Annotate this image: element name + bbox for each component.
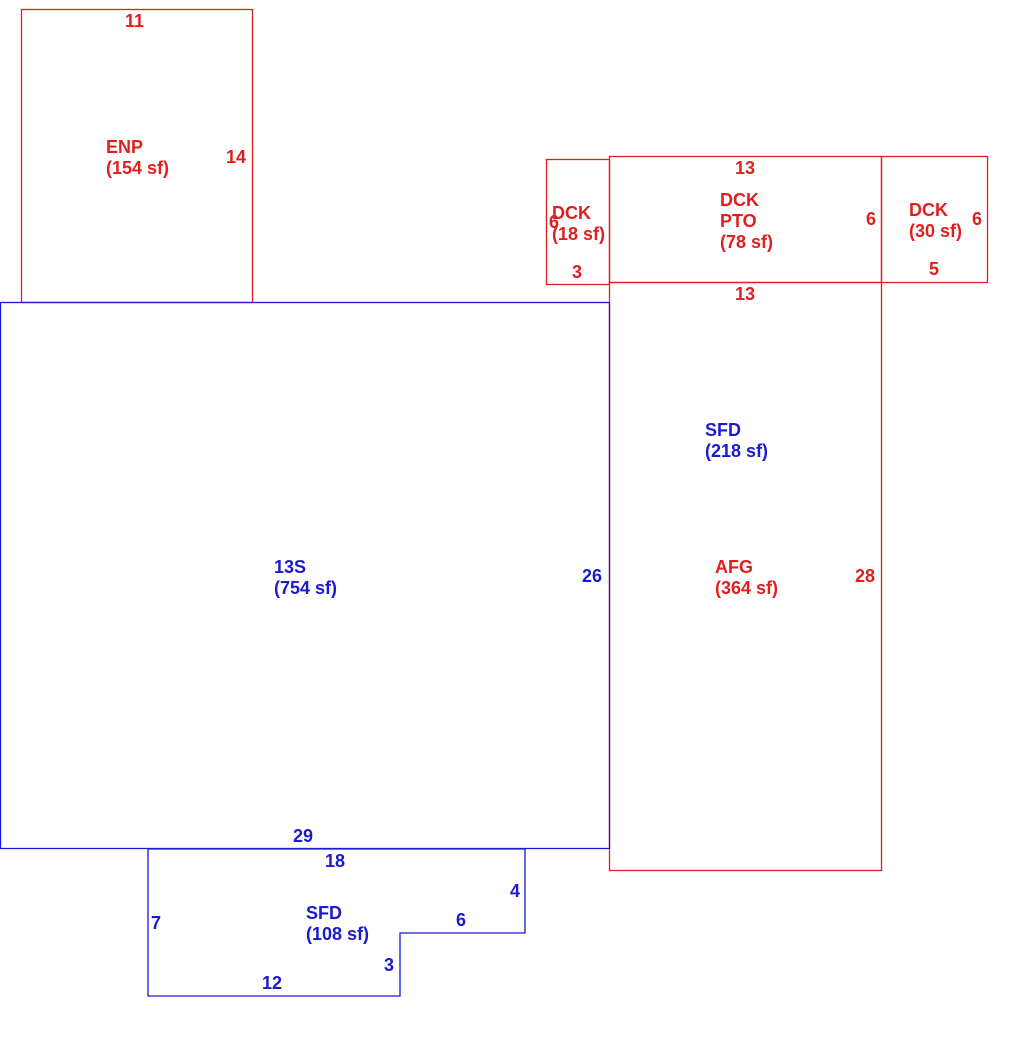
- enp-area-label: (154 sf): [106, 158, 169, 178]
- afg-dim-right: 28: [855, 566, 875, 586]
- dck-small-name-label: DCK: [552, 203, 591, 223]
- dck-small-dim-left: 6: [549, 212, 559, 232]
- dck-right-name-label: DCK: [909, 200, 948, 220]
- enp-dim-right: 14: [226, 147, 246, 167]
- dck-pto-dim-right: 6: [866, 209, 876, 229]
- afg-dim-top: 13: [735, 284, 755, 304]
- dck-small-dim-bottom: 3: [572, 262, 582, 282]
- sfd-lower-dim-step: 6: [456, 910, 466, 930]
- main-13s-dim-bottom: 29: [293, 826, 313, 846]
- dck-right-dim-right: 6: [972, 209, 982, 229]
- sfd-lower-dim-top: 18: [325, 851, 345, 871]
- dck-right-outline: [880, 155, 989, 284]
- afg-name-label: AFG: [715, 557, 753, 577]
- sfd-upper-area-label: (218 sf): [705, 441, 768, 461]
- main-13s-area-label: (754 sf): [274, 578, 337, 598]
- main-13s-name-label: 13S: [274, 557, 306, 577]
- dck-right-dim-bottom: 5: [929, 259, 939, 279]
- dck-pto-name-label: DCK: [720, 190, 759, 210]
- dck-pto-area-label: (78 sf): [720, 232, 773, 252]
- main-13s-dim-right: 26: [582, 566, 602, 586]
- sfd-upper-name-label: SFD: [705, 420, 741, 440]
- enp-dim-top: 11: [125, 11, 144, 31]
- sfd-lower-dim-right: 4: [510, 881, 520, 901]
- sfd-lower-name-label: SFD: [306, 903, 342, 923]
- dck-pto-type-label: PTO: [720, 211, 757, 231]
- afg-area-label: (364 sf): [715, 578, 778, 598]
- sfd-lower-dim-bottom: 12: [262, 973, 282, 993]
- dck-small-area-label: (18 sf): [552, 224, 605, 244]
- sfd-lower-outline: [147, 848, 526, 997]
- sfd-lower-dim-notch: 3: [384, 955, 394, 975]
- enp-name-label: ENP: [106, 137, 143, 157]
- dck-pto-dim-top: 13: [735, 158, 755, 178]
- sfd-lower-area-label: (108 sf): [306, 924, 369, 944]
- sfd-lower-dim-left: 7: [151, 913, 161, 933]
- dck-right-area-label: (30 sf): [909, 221, 962, 241]
